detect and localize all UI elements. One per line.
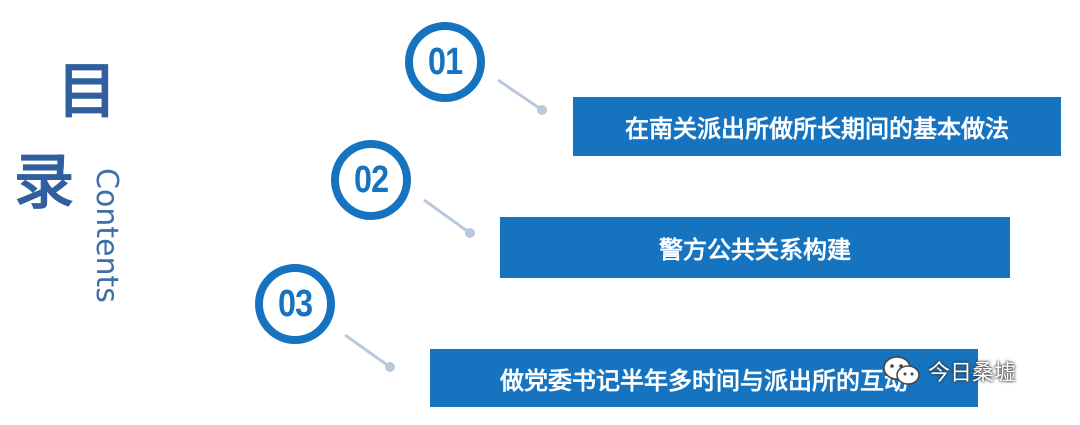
connector-line-2 (423, 198, 471, 235)
wechat-icon (882, 355, 922, 387)
watermark: 今日桑墟 (882, 355, 1016, 387)
item-number-circle-2: 02 (331, 140, 411, 220)
item-number-circle-1: 01 (405, 22, 485, 102)
item-bar-3[interactable]: 做党委书记半年多时间与派出所的互动 (430, 349, 978, 407)
item-bar-1[interactable]: 在南关派出所做所长期间的基本做法 (573, 97, 1061, 156)
item-bar-2[interactable]: 警方公共关系构建 (500, 217, 1010, 278)
watermark-text: 今日桑墟 (928, 361, 1017, 386)
connector-dot-3 (385, 362, 395, 372)
item-label-3: 做党委书记半年多时间与派出所的互动 (500, 366, 908, 395)
item-label-2: 警方公共关系构建 (659, 236, 851, 264)
item-number-1: 01 (427, 40, 463, 83)
item-number-circle-3: 03 (255, 264, 335, 344)
title-char-lu: 录 (14, 148, 74, 218)
connector-line-3 (344, 333, 391, 369)
item-label-1: 在南关派出所做所长期间的基本做法 (625, 115, 1009, 143)
item-number-3: 03 (277, 282, 313, 325)
title-char-mu: 目 (57, 57, 117, 127)
connector-dot-2 (465, 228, 475, 238)
item-number-2: 02 (353, 158, 389, 201)
connector-line-1 (497, 78, 543, 112)
connector-dot-1 (537, 105, 547, 115)
